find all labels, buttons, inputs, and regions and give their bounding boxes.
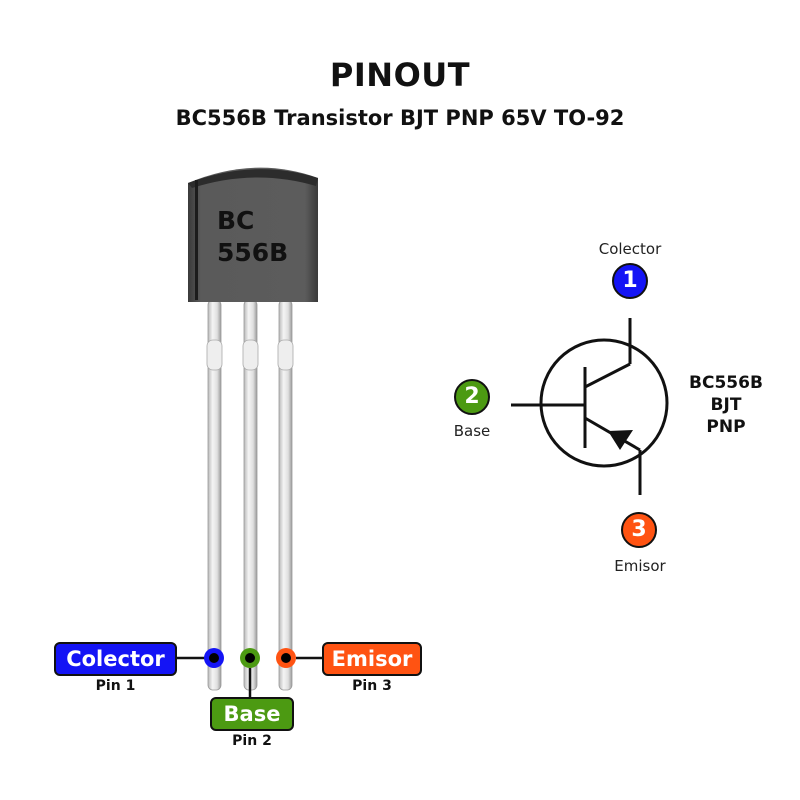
page-subtitle: BC556B Transistor BJT PNP 65V TO-92 — [175, 106, 625, 130]
part-info-line2: BJT — [710, 395, 742, 415]
part-info-line3: PNP — [706, 417, 746, 437]
part-info-line1: BC556B — [689, 373, 763, 393]
pin-label-emitter: Emisor — [322, 642, 422, 676]
chip-marking-line2: 556B — [217, 238, 289, 267]
page-title: PINOUT — [329, 56, 471, 94]
pin-number-base: Pin 2 — [232, 733, 272, 749]
pin-label-base: Base — [210, 697, 294, 731]
badge-pin-2: 2 — [454, 379, 490, 415]
pnp-symbol — [511, 318, 669, 495]
transistor-legs — [206, 299, 294, 691]
transistor-body — [188, 167, 318, 302]
pin-number-collector: Pin 1 — [95, 678, 136, 694]
schematic-emitter-label: Emisor — [614, 557, 666, 575]
schematic-base-label: Base — [453, 422, 491, 440]
badge-pin-3: 3 — [621, 512, 657, 548]
pin-number-emitter: Pin 3 — [352, 678, 392, 694]
badge-pin-1: 1 — [612, 263, 648, 299]
schematic-collector-label: Colector — [598, 240, 662, 258]
chip-marking-line1: BC — [217, 206, 255, 235]
pin-label-collector: Colector — [54, 642, 177, 676]
